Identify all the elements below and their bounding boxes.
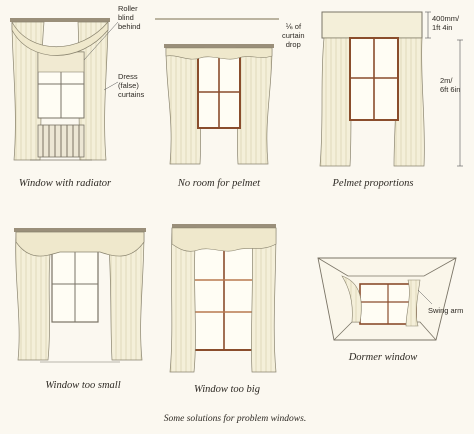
annotation-dress-curtains: Dress (false) curtains [118, 72, 145, 99]
caption-dormer-window: Dormer window [348, 352, 418, 363]
caption-pelmet-proportions: Pelmet proportions [332, 178, 414, 189]
window-too-small-drawing [14, 228, 146, 363]
annotation-swing-arm: Swing arm [428, 306, 464, 315]
window-too-big-drawing [169, 224, 277, 373]
caption-window-with-radiator: Window with radiator [18, 178, 112, 189]
annotation-pelmet-height: 400mm/ 1ft 4in [432, 14, 460, 32]
figure-caption: Some solutions for problem windows. [163, 414, 307, 424]
caption-no-room-for-pelmet: No room for pelmet [177, 178, 261, 189]
no-room-for-pelmet-drawing [155, 18, 279, 165]
window-with-radiator-drawing [10, 18, 119, 161]
caption-window-too-big: Window too big [194, 384, 260, 395]
dormer-window-drawing [317, 257, 457, 341]
caption-window-too-small: Window too small [45, 380, 121, 391]
pelmet-proportions-drawing [319, 11, 463, 167]
annotation-roller-blind: Roller blind behind [118, 4, 141, 31]
annotation-curtain-drop-ratio: ⅙ of curtain drop [282, 22, 305, 49]
annotation-drop-height: 2m/ 6ft 6in [440, 76, 461, 94]
